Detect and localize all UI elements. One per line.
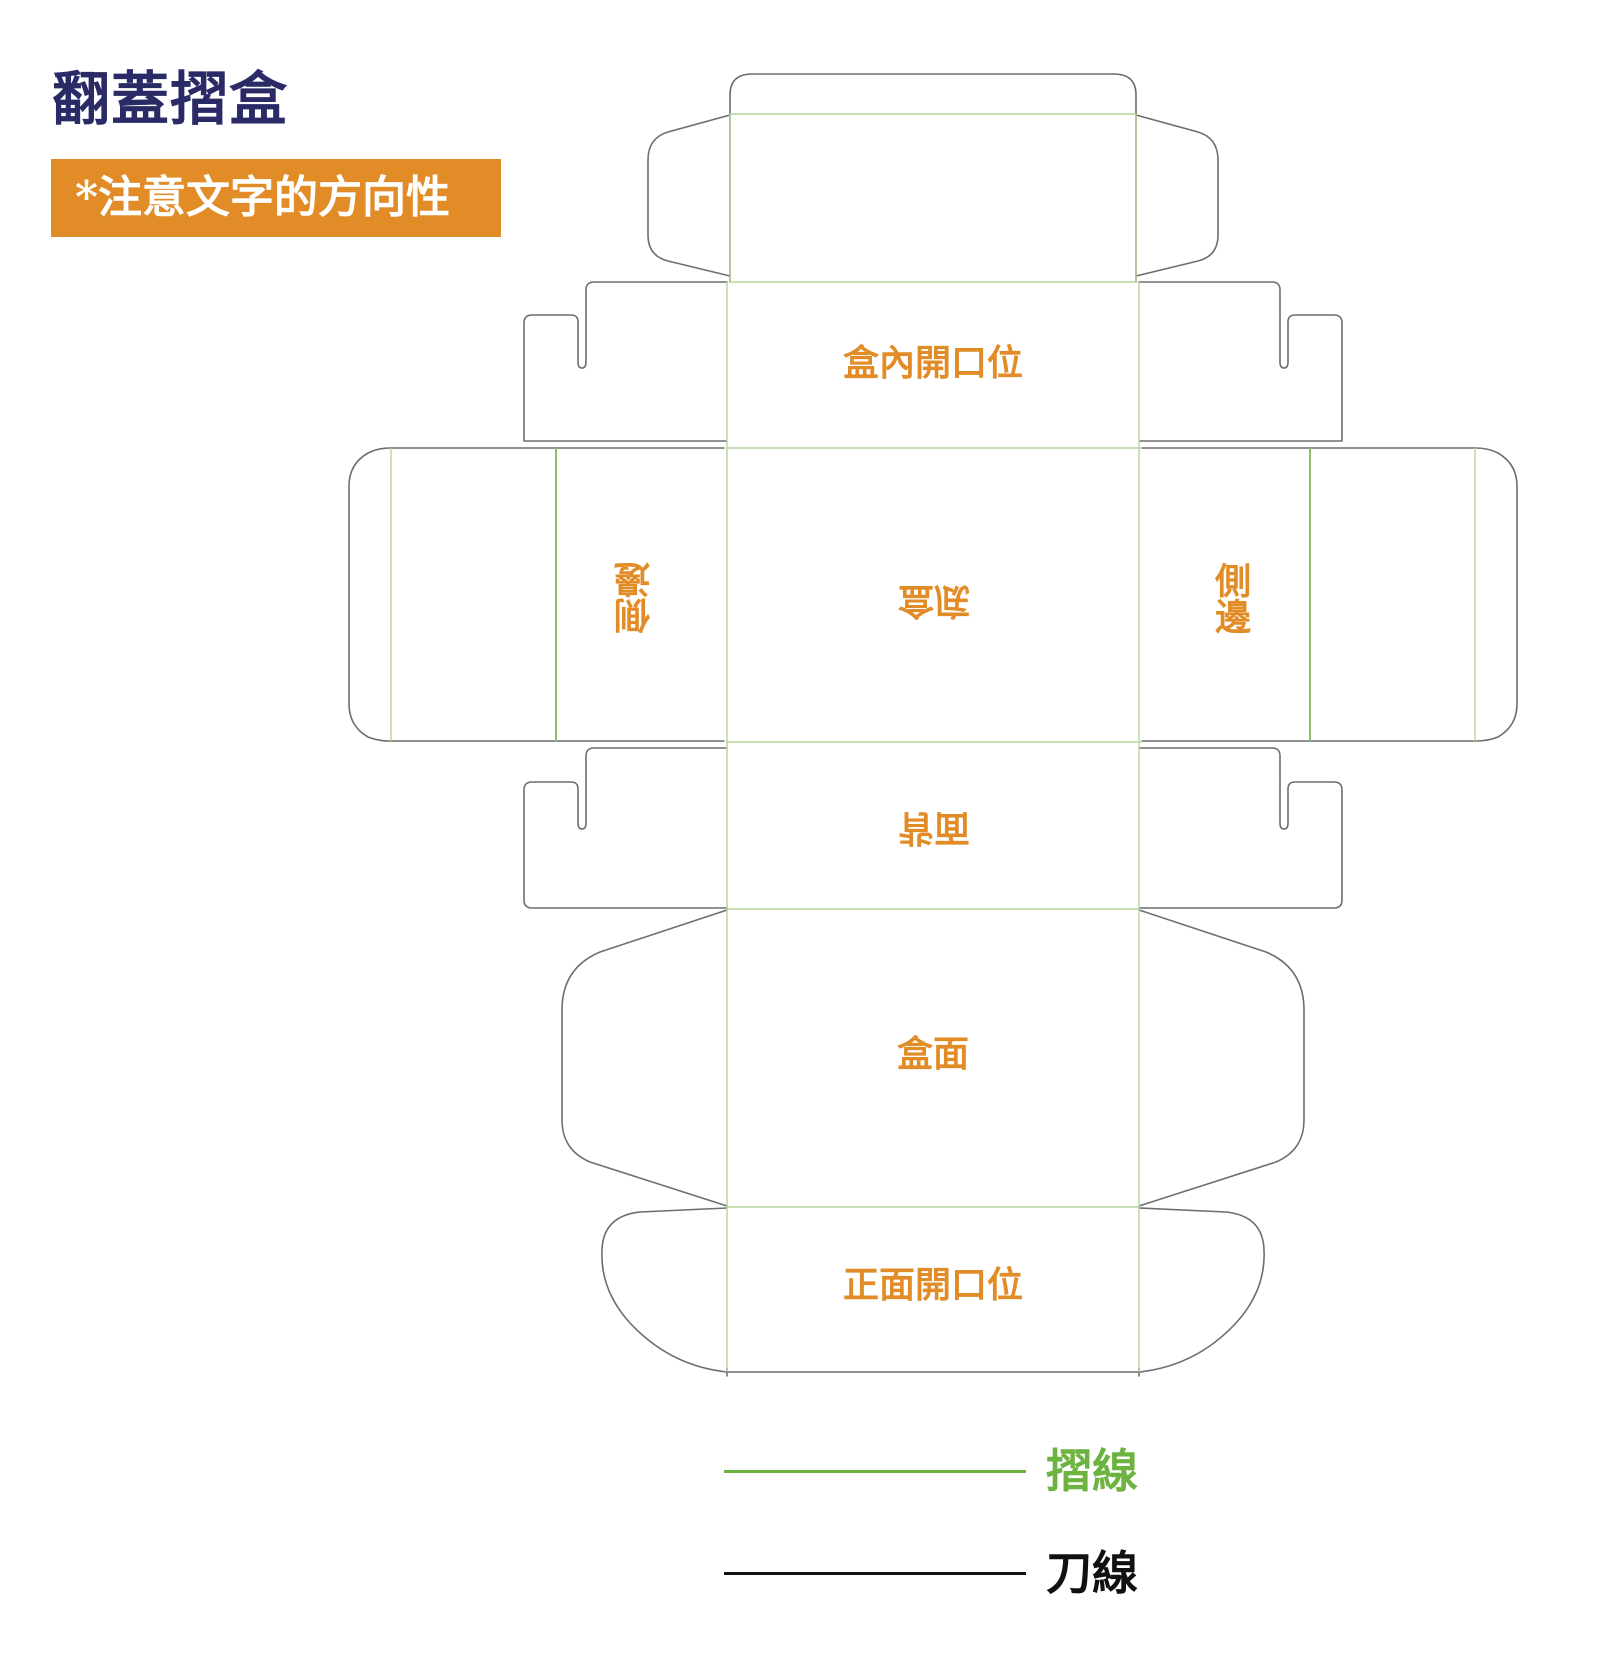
top-left-dust-flap-cut <box>647 114 731 277</box>
fold-line-swatch <box>724 1470 1026 1473</box>
label-bottom: 盒底 <box>898 580 970 622</box>
cut-line-swatch <box>724 1572 1026 1575</box>
top-right-dust-flap-cut <box>1135 114 1219 277</box>
fold-lines <box>390 113 1476 1372</box>
label-side-left: 側邊 <box>613 561 656 634</box>
lower-left-tab-cut <box>523 747 728 909</box>
label-inner-opening: 盒內開口位 <box>843 342 1023 384</box>
upper-left-tab-cut <box>523 281 728 442</box>
label-side-right: 側邊 <box>1209 562 1252 635</box>
upper-right-tab-cut <box>1138 281 1343 442</box>
cut-lines <box>348 73 1518 1377</box>
label-lid: 盒面 <box>897 1033 969 1075</box>
lid-left-flap-cut <box>561 909 728 1207</box>
cut-line-label: 刀線 <box>1046 1546 1138 1600</box>
label-back: 背面 <box>898 807 970 849</box>
page-title: 翻蓋摺盒 <box>52 65 289 133</box>
panel-labels: 盒內開口位 側邊 盒底 側邊 背面 盒面 正面開口位 <box>613 342 1252 1306</box>
lid-right-flap-cut <box>1138 909 1305 1207</box>
front-tuck-flap-left-cut <box>601 1207 728 1373</box>
lower-right-tab-cut <box>1138 747 1343 909</box>
right-side-panel-cut <box>1141 447 1518 742</box>
label-front-opening: 正面開口位 <box>843 1264 1023 1306</box>
top-tuck-flap-cut <box>729 73 1137 283</box>
fold-line-label: 摺線 <box>1046 1444 1138 1498</box>
direction-note-badge: *注意文字的方向性 <box>51 159 501 237</box>
front-tuck-flap-right-cut <box>1138 1207 1265 1373</box>
left-side-panel-cut <box>348 447 725 742</box>
